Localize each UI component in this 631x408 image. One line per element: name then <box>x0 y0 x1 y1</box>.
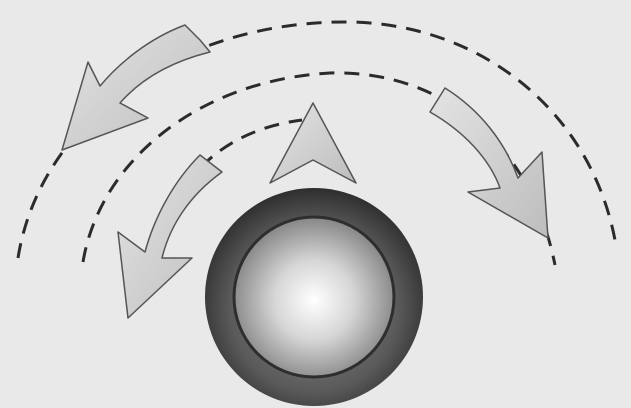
sphere-inner-core <box>234 217 394 377</box>
curved-arrow-top-left <box>62 25 210 150</box>
curved-arrow-right <box>430 88 548 238</box>
arrow-up-head <box>270 103 356 183</box>
